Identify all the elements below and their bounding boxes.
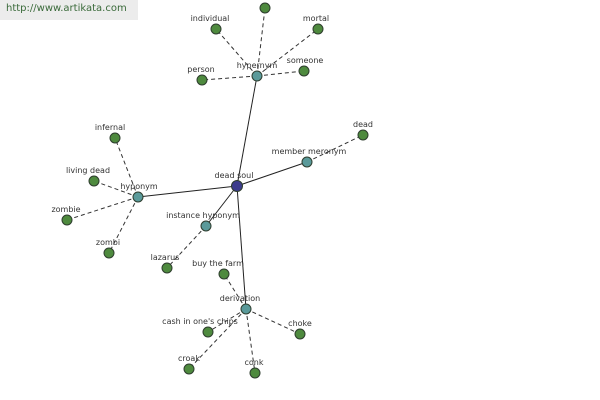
node-derivation[interactable] — [240, 303, 252, 315]
node-label-hypernym[interactable]: hypernym — [237, 61, 278, 70]
edge-dead-soul-to-hypernym — [236, 75, 258, 187]
edge-dead-soul-to-instance-hyponym — [205, 185, 238, 227]
edge-hypernym-to-someone — [256, 70, 305, 77]
edge-dead-soul-to-derivation — [236, 185, 247, 310]
node-instance-hyponym[interactable] — [200, 220, 212, 232]
edge-derivation-to-conk — [245, 308, 256, 374]
edge-hypernym-to-individual — [215, 28, 258, 77]
node-label-living-dead[interactable]: living dead — [66, 166, 110, 175]
node-person[interactable] — [196, 74, 208, 86]
edge-dead-soul-to-member-meronym — [236, 161, 308, 187]
edge-hyponym-to-zombie — [66, 196, 139, 221]
node-top-unlabeled[interactable] — [259, 2, 271, 14]
edge-hypernym-to-person — [201, 75, 258, 81]
node-label-dead-soul[interactable]: dead soul — [215, 171, 254, 180]
node-someone[interactable] — [298, 65, 310, 77]
edge-dead-soul-to-hyponym — [137, 185, 238, 198]
node-buy-the-farm[interactable] — [218, 268, 230, 280]
edge-hyponym-to-infernal — [114, 137, 139, 198]
node-dead[interactable] — [357, 129, 369, 141]
node-infernal[interactable] — [109, 132, 121, 144]
site-url[interactable]: http://www.artikata.com — [0, 0, 138, 20]
labels-layer: dead soul hypernym member meronym hyponym in… — [51, 14, 373, 367]
node-label-someone[interactable]: someone — [287, 56, 324, 65]
node-zombi[interactable] — [103, 247, 115, 259]
node-label-cash-in[interactable]: cash in one's chips — [162, 317, 238, 326]
node-dead-soul[interactable] — [231, 180, 243, 192]
node-living-dead[interactable] — [88, 175, 100, 187]
node-conk[interactable] — [249, 367, 261, 379]
edge-hypernym-to-mortal — [256, 28, 319, 77]
node-croak[interactable] — [183, 363, 195, 375]
node-label-hyponym[interactable]: hyponym — [120, 182, 158, 191]
node-label-zombie[interactable]: zombie — [51, 205, 80, 214]
node-label-mortal[interactable]: mortal — [303, 14, 329, 23]
node-zombie[interactable] — [61, 214, 73, 226]
node-label-dead[interactable]: dead — [353, 120, 373, 129]
edge-hyponym-to-living-dead — [93, 180, 139, 198]
node-label-person[interactable]: person — [187, 65, 214, 74]
node-lazarus[interactable] — [161, 262, 173, 274]
node-label-zombi[interactable]: zombi — [96, 238, 120, 247]
node-label-buy-the-farm[interactable]: buy the farm — [192, 259, 244, 268]
node-individual[interactable] — [210, 23, 222, 35]
node-label-individual[interactable]: individual — [191, 14, 230, 23]
node-label-croak[interactable]: croak — [178, 354, 200, 363]
node-label-infernal[interactable]: infernal — [95, 123, 125, 132]
node-label-lazarus[interactable]: lazarus — [151, 253, 180, 262]
node-label-member-meronym[interactable]: member meronym — [272, 147, 347, 156]
edge-instance-hyponym-to-lazarus — [166, 225, 207, 269]
node-label-conk[interactable]: conk — [245, 358, 264, 367]
node-label-derivation[interactable]: derivation — [220, 294, 260, 303]
node-member-meronym[interactable] — [301, 156, 313, 168]
nodes-layer — [61, 2, 369, 379]
node-cash-in[interactable] — [202, 326, 214, 338]
node-hypernym[interactable] — [251, 70, 263, 82]
edge-derivation-to-cash-in — [207, 308, 247, 333]
edge-hyponym-to-zombi — [108, 196, 139, 254]
edges-layer — [66, 7, 364, 374]
edge-member-meronym-to-dead — [306, 134, 364, 163]
edge-hypernym-to-top-unlabeled — [256, 7, 266, 77]
node-choke[interactable] — [294, 328, 306, 340]
node-label-instance-hyponym[interactable]: instance hyponym — [166, 211, 240, 220]
edge-derivation-to-buy-the-farm — [223, 273, 247, 310]
edge-derivation-to-choke — [245, 308, 301, 335]
node-mortal[interactable] — [312, 23, 324, 35]
node-hyponym[interactable] — [132, 191, 144, 203]
node-label-choke[interactable]: choke — [288, 319, 312, 328]
